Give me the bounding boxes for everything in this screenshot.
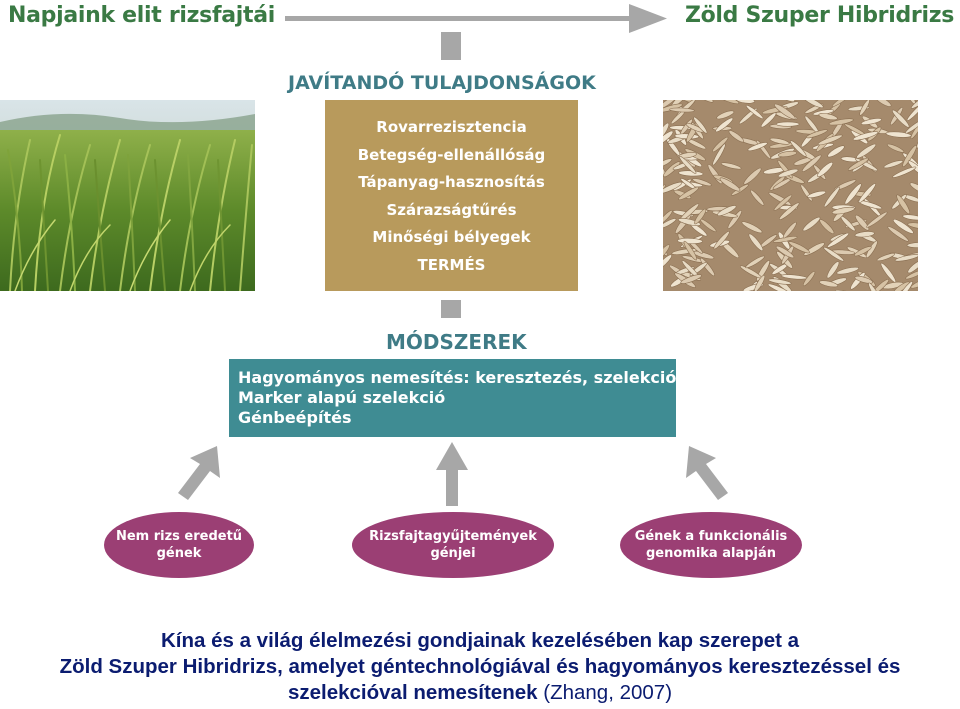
rice-grains-photo — [663, 100, 918, 291]
connector-square-top — [441, 32, 461, 60]
source-line: Gének a funkcionális — [634, 529, 788, 544]
top-arrow-icon — [285, 4, 667, 33]
arrow-up-left-icon — [178, 446, 220, 500]
methods-box: Hagyományos nemesítés: keresztezés, szel… — [229, 359, 676, 437]
right-title: Zöld Szuper Hibridrizs — [684, 3, 954, 28]
trait-item: Szárazságtűrés — [386, 200, 517, 219]
source-line: génjei — [430, 546, 476, 561]
method-item: Marker alapú szelekció — [238, 388, 446, 407]
trait-item: Rovarrezisztencia — [376, 118, 527, 136]
methods-title: MÓDSZEREK — [386, 330, 527, 354]
trait-item: Tápanyag-hasznosítás — [358, 173, 545, 191]
source-ellipse-non-rice-genes: Nem rizs eredetű gének — [104, 512, 254, 578]
caption-line-2: Zöld Szuper Hibridrizs, amelyet géntechn… — [59, 655, 901, 678]
connector-square-middle — [441, 300, 461, 318]
source-line: Rizsfajtagyűjtemények — [369, 529, 537, 544]
source-line: Nem rizs eredetű — [115, 529, 243, 544]
arrow-up-right-icon — [686, 446, 728, 500]
trait-item: TERMÉS — [417, 255, 486, 274]
caption-line-1: Kína és a világ élelmezési gondjainak ke… — [160, 629, 800, 652]
source-ellipse-collections: Rizsfajtagyűjtemények génjei — [352, 512, 554, 578]
source-line: genomika alapján — [645, 546, 777, 561]
method-item: Génbeépítés — [238, 408, 352, 427]
arrow-up-center-icon — [436, 442, 468, 506]
source-line: gének — [156, 546, 202, 561]
traits-title: JAVÍTANDÓ TULAJDONSÁGOK — [288, 72, 596, 94]
source-ellipse-functional-genomics: Gének a funkcionális genomika alapján — [620, 512, 802, 578]
rice-field-photo — [0, 100, 255, 291]
trait-item: Minőségi bélyegek — [372, 228, 531, 246]
method-item: Hagyományos nemesítés: keresztezés, szel… — [238, 368, 677, 387]
left-title: Napjaink elit rizsfajtái — [8, 3, 276, 28]
caption-line-3: szelekcióval nemesítenek (Zhang, 2007) — [287, 681, 673, 704]
caption: Kína és a világ élelmezési gondjainak ke… — [0, 628, 960, 706]
traits-box: Rovarrezisztencia Betegség-ellenállóság … — [325, 100, 578, 291]
trait-item: Betegség-ellenállóság — [357, 145, 546, 164]
